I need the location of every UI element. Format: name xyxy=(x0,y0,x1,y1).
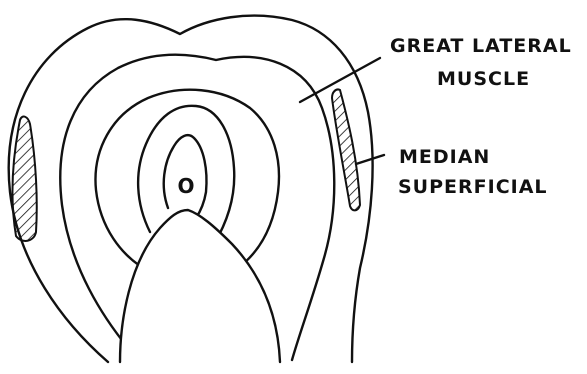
median-superficial-label-line1: MEDIAN xyxy=(399,148,490,167)
right-hatched-region xyxy=(332,89,360,210)
center-wedge xyxy=(120,210,280,362)
left-hatched-region xyxy=(13,117,37,241)
median-superficial-leader xyxy=(356,155,384,164)
center-mark-label: O xyxy=(177,174,194,198)
great-lateral-label-line2: MUSCLE xyxy=(437,70,530,89)
great-lateral-label-line1: GREAT LATERAL xyxy=(390,37,572,56)
median-superficial-label-line2: SUPERFICIAL xyxy=(398,178,548,197)
